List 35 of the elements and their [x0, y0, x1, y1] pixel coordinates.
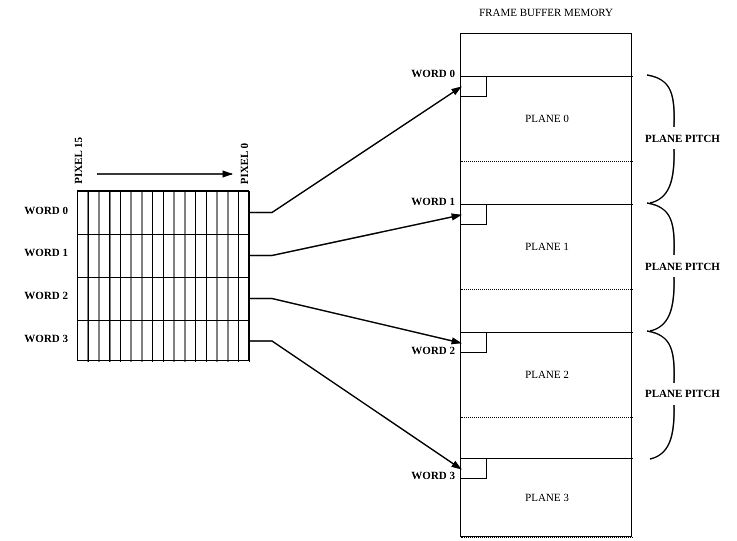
plane-label: PLANE 1 — [525, 241, 569, 253]
pixel-label: PIXEL 0 — [239, 142, 251, 184]
memory-plane — [461, 332, 633, 418]
plane-label: PLANE 0 — [525, 113, 569, 125]
pixel-word-row — [78, 191, 250, 234]
arrow — [250, 86, 462, 214]
plane-label: PLANE 3 — [525, 492, 569, 504]
pixel-word-row — [78, 277, 250, 320]
word-slot — [461, 333, 487, 353]
block-heading: FRAME BUFFER MEMORY — [479, 7, 613, 19]
arrow — [250, 340, 462, 470]
word-label: WORD 2 — [411, 345, 455, 357]
memory-plane — [461, 204, 633, 290]
plane-label: PLANE 2 — [525, 369, 569, 381]
word-slot — [461, 77, 487, 97]
word-label: WORD 3 — [411, 470, 455, 482]
word-label: WORD 1 — [411, 196, 455, 208]
pixel-word-row — [78, 320, 250, 362]
word-slot — [461, 205, 487, 225]
pitch-label: PLANE PITCH — [645, 388, 720, 400]
memory-plane — [461, 458, 633, 538]
pixel-word-row — [78, 234, 250, 277]
pixel-label: PIXEL 15 — [73, 137, 85, 184]
pixel-grid — [77, 190, 249, 361]
word-label: WORD 0 — [411, 68, 455, 80]
word-label: WORD 2 — [24, 290, 68, 302]
word-slot — [461, 459, 487, 479]
word-label: WORD 3 — [24, 333, 68, 345]
memory-plane — [461, 76, 633, 162]
word-label: WORD 0 — [24, 205, 68, 217]
arrow — [250, 213, 462, 256]
arrow — [250, 298, 462, 344]
word-label: WORD 1 — [24, 247, 68, 259]
pitch-label: PLANE PITCH — [645, 261, 720, 273]
pitch-label: PLANE PITCH — [645, 133, 720, 145]
